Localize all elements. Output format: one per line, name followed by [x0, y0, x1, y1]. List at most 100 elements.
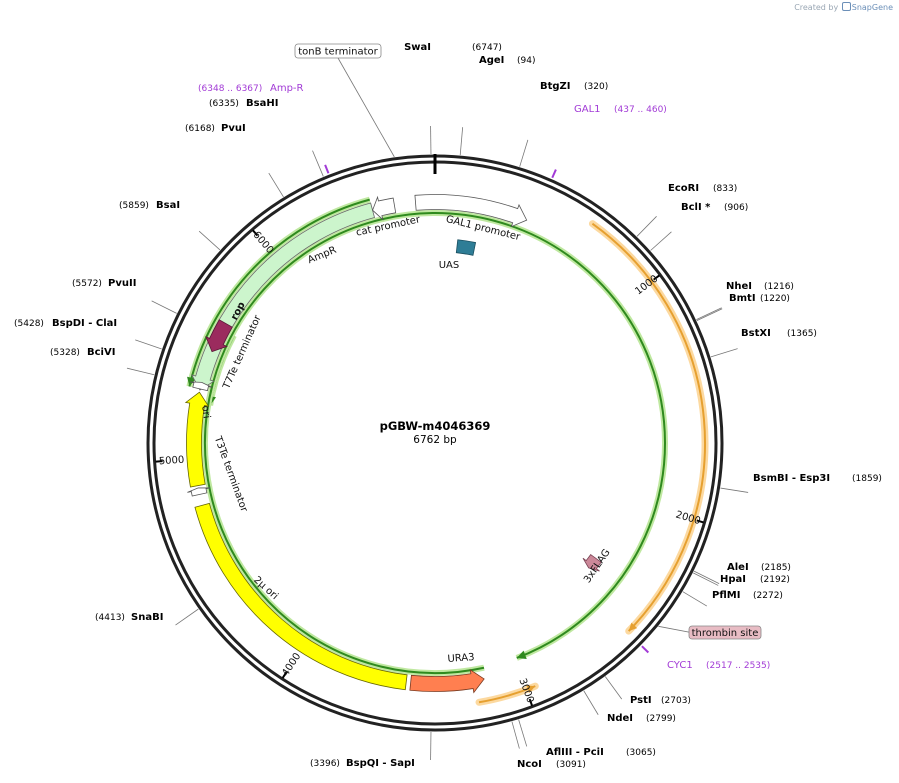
callout-box — [688, 625, 762, 640]
feature-ori — [184, 391, 210, 488]
credit-brand: SnapGene — [851, 3, 893, 12]
site-leader — [126, 367, 155, 376]
callout-thrombin-site: thrombin site — [692, 628, 759, 639]
site-position: (5859) — [119, 201, 149, 211]
site-position: (833) — [713, 184, 737, 194]
primer-range: (2517 .. 2535) — [706, 661, 770, 671]
site-leader — [696, 307, 722, 321]
site-bcivi: BciVI — [87, 347, 115, 358]
tick-label: 5000 — [159, 455, 185, 468]
highlight-layer — [475, 220, 709, 706]
primer-mark — [641, 645, 650, 654]
feature-label: URA3 — [447, 652, 475, 665]
site-position: (2192) — [760, 575, 790, 585]
site-leader — [175, 608, 199, 626]
orf-arrowhead — [516, 650, 527, 659]
site-leader — [682, 591, 708, 607]
site-leader — [198, 230, 221, 251]
site-leader — [511, 721, 520, 749]
site-leader — [710, 348, 738, 358]
feature-label: UAS — [439, 260, 460, 271]
site-leader — [720, 487, 749, 493]
site-position: (2799) — [646, 714, 676, 724]
site-nhei: NheI — [726, 281, 752, 292]
site-ecori: EcoRI — [668, 183, 699, 194]
feature-t3te-terminator — [187, 487, 211, 497]
site-position: (2703) — [661, 696, 691, 706]
orf-line — [188, 198, 370, 387]
site-position: (2185) — [761, 563, 791, 573]
site-position: (94) — [517, 56, 535, 66]
site-position: (4413) — [95, 613, 125, 623]
snapgene-logo-icon — [841, 2, 851, 11]
site-btgzi: BtgZI — [540, 81, 571, 92]
site-leader — [518, 719, 528, 747]
site-position: (3396) — [310, 759, 340, 769]
site-afliii-pcii: AflIII - PciI — [546, 747, 604, 758]
site-leader — [604, 676, 623, 700]
site-leader — [693, 570, 720, 584]
site-bsai: BsaI — [156, 200, 180, 211]
site-psti: PstI — [630, 695, 652, 706]
site-layer: SwaI(6747)AgeI(94)BtgZI(320)EcoRI(833)Bc… — [14, 42, 882, 770]
site-ncoi: NcoI — [517, 759, 542, 770]
feature-t7te-terminator — [189, 381, 213, 392]
orf-line — [204, 212, 667, 674]
feature-3xflag — [582, 554, 602, 572]
feature-label: ori — [199, 405, 212, 419]
callout-leader — [337, 57, 395, 158]
site-snabi: SnaBI — [131, 612, 163, 623]
primer-range: (6348 .. 6367) — [198, 84, 262, 94]
site-leader — [519, 139, 529, 167]
site-bstxi: BstXI — [741, 328, 771, 339]
site-bcli: BclI * — [681, 202, 711, 213]
feature-uas — [455, 239, 477, 256]
feature-cat-promoter — [372, 195, 397, 221]
site-swai: SwaI — [404, 42, 431, 53]
site-pvui: PvuI — [221, 123, 246, 134]
site-position: (5328) — [50, 348, 80, 358]
site-position: (3091) — [556, 760, 586, 770]
highlight-arrowhead — [526, 685, 536, 693]
tick-label: 4000 — [280, 651, 303, 678]
plasmid-size: 6762 bp — [413, 434, 457, 446]
site-pflmi: PflMI — [712, 590, 740, 601]
feature-ura3 — [409, 668, 485, 694]
feature-label: 3xFLAG — [582, 547, 613, 585]
site-leader — [268, 172, 284, 198]
tick-mark — [528, 698, 534, 706]
site-leader — [650, 231, 672, 251]
site-agei: AgeI — [479, 55, 504, 66]
site-alei: AleI — [727, 562, 749, 573]
site-position: (1365) — [787, 329, 817, 339]
primer-mark — [324, 164, 330, 174]
feature-2-ori — [194, 502, 408, 691]
site-bmti: BmtI — [729, 293, 756, 304]
site-bspdi-clai: BspDI - ClaI — [52, 318, 117, 329]
site-position: (320) — [584, 82, 608, 92]
site-hpai: HpaI — [720, 574, 746, 585]
site-position: (1216) — [764, 282, 794, 292]
primer-mark — [551, 169, 557, 179]
highlight-arrowhead — [628, 622, 638, 632]
snapgene-credit: Created by SnapGene — [794, 2, 893, 12]
feature-rop — [205, 319, 233, 353]
plasmid-name: pGBW-m4046369 — [380, 419, 491, 433]
site-position: (2272) — [753, 591, 783, 601]
feature-label: T3Te terminator — [211, 434, 249, 514]
site-leader — [583, 690, 599, 715]
site-position: (3065) — [626, 748, 656, 758]
site-leader — [151, 300, 177, 314]
callout-tonb-terminator: tonB terminator — [298, 47, 378, 58]
primer-range: (437 .. 460) — [614, 105, 667, 115]
tick-mark — [252, 229, 259, 237]
feature-gal1-promoter — [414, 194, 528, 228]
site-leader — [135, 339, 162, 350]
site-leader — [459, 127, 464, 156]
site-bsmbi-esp3i: BsmBI - Esp3I — [753, 473, 830, 484]
credit-prefix: Created by — [794, 3, 839, 12]
site-leader — [693, 572, 719, 586]
site-position: (906) — [724, 203, 748, 213]
highlight-line — [591, 222, 706, 632]
